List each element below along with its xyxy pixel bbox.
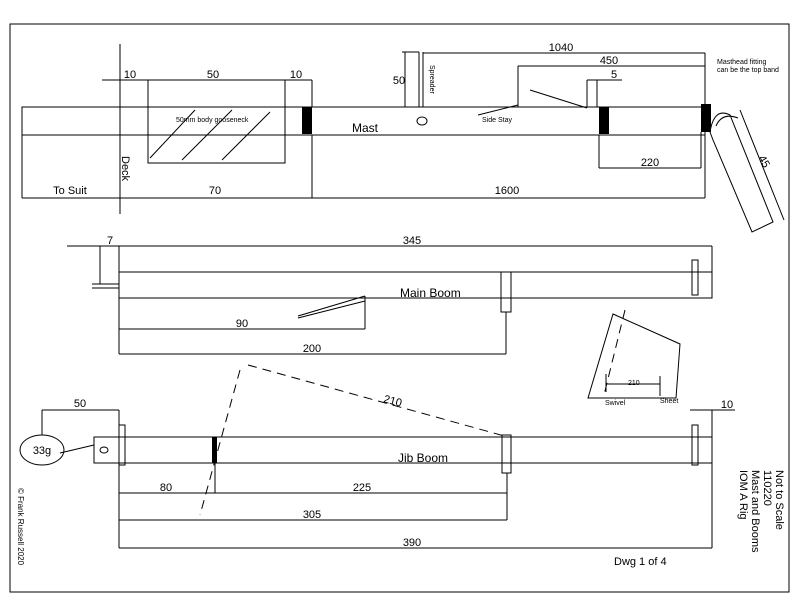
- dim-220: 220: [641, 157, 659, 169]
- dim-7: 7: [107, 235, 113, 247]
- mast-hole: [416, 116, 428, 126]
- dim-10-jib: 10: [721, 399, 733, 411]
- dim-50-gooseneck: 50: [207, 69, 219, 81]
- dim-305: 305: [303, 509, 321, 521]
- sheet-border: [9, 23, 790, 593]
- mast-band-lower: [302, 107, 312, 134]
- title-line-1: IOM A Rig: [737, 470, 749, 520]
- main-boom-label: Main Boom: [400, 286, 461, 300]
- main-boom-end: [691, 259, 699, 296]
- detail-210: 210: [628, 380, 640, 387]
- jib-boom-end: [691, 424, 699, 466]
- main-boom-tube: [118, 271, 713, 299]
- title-block: IOM A Rig Mast and Booms 110220 Not to S…: [16, 470, 785, 568]
- swivel-label: Swivel: [605, 400, 626, 407]
- dim-225: 225: [353, 482, 371, 494]
- side-stay-label: Side Stay: [482, 117, 512, 124]
- jib-foot-line: [247, 364, 509, 438]
- drawing-sheet-number: Dwg 1 of 4: [614, 556, 667, 568]
- mast-band-upper: [599, 107, 609, 134]
- main-boom-band: [500, 271, 512, 313]
- title-line-3: 110220: [761, 470, 773, 506]
- jib-boom-drawing: 33g 50 210 10 Jib Boom 80 225 305 390: [19, 364, 735, 549]
- spreader-label: Spreader: [428, 65, 435, 94]
- gooseneck-label: 50mm body gooseneck: [176, 117, 249, 124]
- dim-45: 45: [755, 154, 772, 171]
- jib-boom-band: [501, 434, 512, 474]
- dim-10-right: 10: [290, 69, 302, 81]
- jib-detail: 210 Swivel Sheet: [587, 309, 681, 407]
- masthead-note-2: can be the top band: [717, 67, 779, 74]
- dim-50-jib: 50: [74, 398, 86, 410]
- mast-drawing: Spreader 50 Side Stay 45 Masthead fittin…: [21, 42, 785, 233]
- copyright: © Frank Russell 2020: [16, 488, 25, 566]
- jib-boom-label: Jib Boom: [398, 451, 448, 465]
- dim-390: 390: [403, 537, 421, 549]
- jib-luff-line: [199, 369, 241, 516]
- title-line-2: Mast and Booms: [749, 470, 761, 553]
- dim-80: 80: [160, 482, 172, 494]
- main-boom-vang: [297, 295, 366, 317]
- jib-boom-swivel-band: [212, 437, 217, 463]
- jib-boom-counterweight-fitting: [93, 436, 120, 464]
- title-line-4: Not to Scale: [773, 470, 785, 530]
- side-stay: [477, 104, 519, 116]
- dim-10-left: 10: [124, 69, 136, 81]
- masthead-fitting: [701, 104, 711, 132]
- dim-1600: 1600: [495, 185, 519, 197]
- dim-1040: 1040: [549, 42, 573, 54]
- dim-5: 5: [611, 69, 617, 81]
- mast-label: Mast: [352, 121, 379, 135]
- dim-200: 200: [303, 343, 321, 355]
- masthead-note-1: Masthead fitting: [717, 59, 767, 66]
- dim-450: 450: [600, 55, 618, 67]
- main-boom-drawing: 7 345 Main Boom 90 200: [67, 235, 713, 355]
- dim-to-suit: To Suit: [53, 185, 87, 197]
- weight-label: 33g: [33, 445, 51, 457]
- masthead-crane: [709, 112, 774, 233]
- dim-50-spreader: 50: [393, 75, 405, 87]
- dim-345: 345: [403, 235, 421, 247]
- dim-70: 70: [209, 185, 221, 197]
- dim-90: 90: [236, 318, 248, 330]
- deck-label: Deck: [119, 156, 131, 182]
- dim-210: 210: [382, 393, 403, 409]
- sheet-label: Sheet: [660, 398, 678, 405]
